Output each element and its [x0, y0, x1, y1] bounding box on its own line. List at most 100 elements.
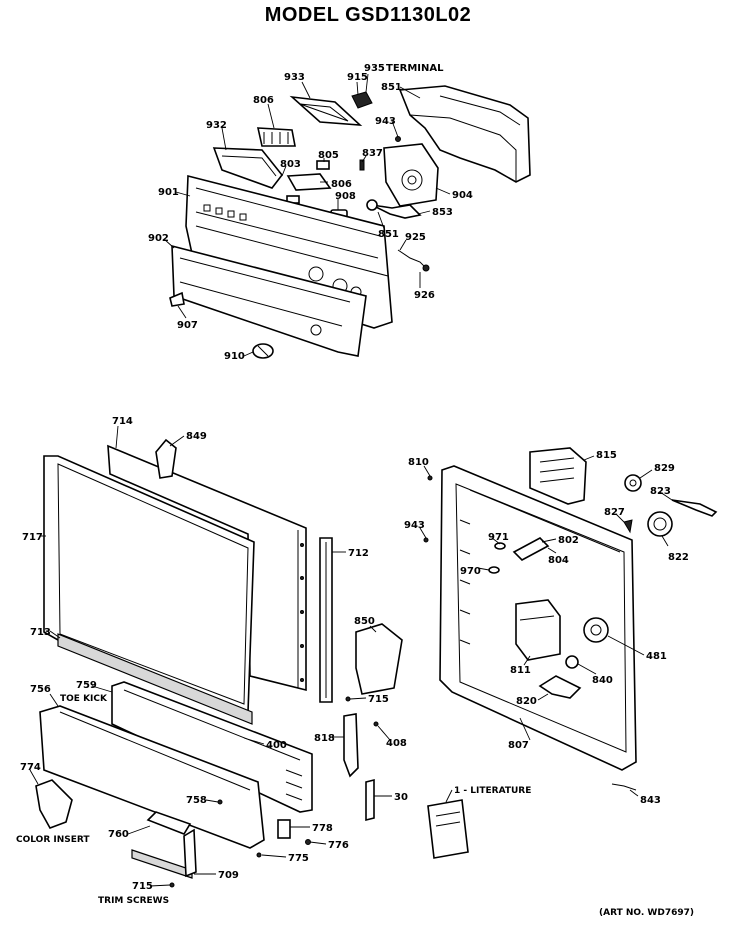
part-806b: [286, 173, 332, 191]
part-820-latch: [538, 675, 582, 699]
part-837: [359, 159, 365, 171]
door-panel-assembly: [29, 425, 403, 888]
label-805: 805: [318, 150, 339, 161]
part-805: [316, 160, 330, 170]
label-760: 760: [108, 829, 129, 840]
label-829: 829: [654, 463, 675, 474]
label-907: 907: [177, 320, 198, 331]
label-408: 408: [386, 738, 407, 749]
part-756-lower-panel: [39, 705, 265, 849]
label-400: 400: [266, 740, 287, 751]
label-811: 811: [510, 665, 531, 676]
label-756: 756: [30, 684, 51, 695]
part-815-vent: [529, 447, 587, 505]
label-terminal: TERMINAL: [386, 63, 444, 74]
label-851: 851: [381, 82, 402, 93]
part-850-bracket: [355, 623, 403, 695]
label-literature: 1 - LITERATURE: [454, 786, 531, 796]
label-806b: 806: [331, 179, 352, 190]
part-915-terminal-block: [351, 91, 373, 109]
part-943-screw: [395, 136, 401, 142]
label-776: 776: [328, 840, 349, 851]
label-481: 481: [646, 651, 667, 662]
label-915: 915: [347, 72, 368, 83]
label-toe-kick: TOE KICK: [60, 694, 108, 704]
label-908: 908: [335, 191, 356, 202]
part-802: [512, 537, 550, 561]
label-853: 853: [432, 207, 453, 218]
part-778: [277, 819, 291, 839]
inner-door-assembly: [419, 447, 718, 859]
label-935: 935: [364, 63, 385, 74]
label-849: 849: [186, 431, 207, 442]
label-color-insert: COLOR INSERT: [16, 835, 90, 845]
label-715: 715: [368, 694, 389, 705]
control-panel-assembly: [163, 73, 531, 359]
label-804: 804: [548, 555, 569, 566]
part-709-trim-strip: [131, 849, 193, 879]
part-760: [146, 811, 192, 835]
part-810-screw: [427, 475, 433, 481]
part-481-rinse-aid: [583, 617, 609, 643]
label-712: 712: [348, 548, 369, 559]
part-715-screw: [345, 696, 351, 702]
label-822: 822: [668, 552, 689, 563]
label-843: 843: [640, 795, 661, 806]
label-932: 932: [206, 120, 227, 131]
part-1-literature: [427, 799, 469, 859]
part-713-trim: [57, 633, 253, 725]
part-30: [365, 778, 375, 822]
part-840: [565, 655, 579, 669]
label-971: 971: [488, 532, 509, 543]
part-829: [624, 474, 642, 492]
label-901: 901: [158, 187, 179, 198]
part-851-duct: [398, 85, 531, 183]
label-774: 774: [20, 762, 41, 773]
label-926: 926: [414, 290, 435, 301]
label-840: 840: [592, 675, 613, 686]
part-902-panel: [171, 244, 367, 357]
label-778: 778: [312, 823, 333, 834]
label-827: 827: [604, 507, 625, 518]
part-853-shaft: [371, 204, 422, 219]
part-933-shield: [289, 95, 363, 126]
part-907: [169, 291, 185, 307]
label-925: 925: [405, 232, 426, 243]
label-709: 709: [218, 870, 239, 881]
part-818-hinge: [343, 713, 359, 778]
label-803: 803: [280, 159, 301, 170]
label-810: 810: [408, 457, 429, 468]
part-843-gasket: [611, 783, 637, 791]
label-758: 758: [186, 795, 207, 806]
label-933: 933: [284, 72, 305, 83]
label-715b: 715: [132, 881, 153, 892]
label-30: 30: [394, 792, 408, 803]
label-837: 837: [362, 148, 383, 159]
label-775: 775: [288, 853, 309, 864]
label-802: 802: [558, 535, 579, 546]
part-822-wheel: [647, 511, 673, 537]
label-823: 823: [650, 486, 671, 497]
part-943-screw-b: [423, 537, 429, 543]
label-807: 807: [508, 740, 529, 751]
art-number: (ART NO. WD7697): [599, 908, 694, 918]
label-717: 717: [22, 532, 43, 543]
label-trim-screws: TRIM SCREWS: [98, 896, 169, 906]
part-932-bracket: [212, 147, 284, 189]
part-759-toe-kick: [111, 681, 313, 813]
label-904: 904: [452, 190, 473, 201]
part-811-dispenser: [515, 599, 561, 661]
part-849-bracket: [155, 438, 177, 479]
page-title: MODEL GSD1130L02: [264, 4, 472, 26]
label-850: 850: [354, 616, 375, 627]
part-823: [671, 499, 718, 517]
label-943b: 943: [404, 520, 425, 531]
part-774-color-insert: [35, 779, 73, 829]
label-910: 910: [224, 351, 245, 362]
label-713: 713: [30, 627, 51, 638]
label-943: 943: [375, 116, 396, 127]
part-827: [623, 519, 633, 534]
label-806: 806: [253, 95, 274, 106]
label-970: 970: [460, 566, 481, 577]
part-971: [494, 542, 506, 550]
